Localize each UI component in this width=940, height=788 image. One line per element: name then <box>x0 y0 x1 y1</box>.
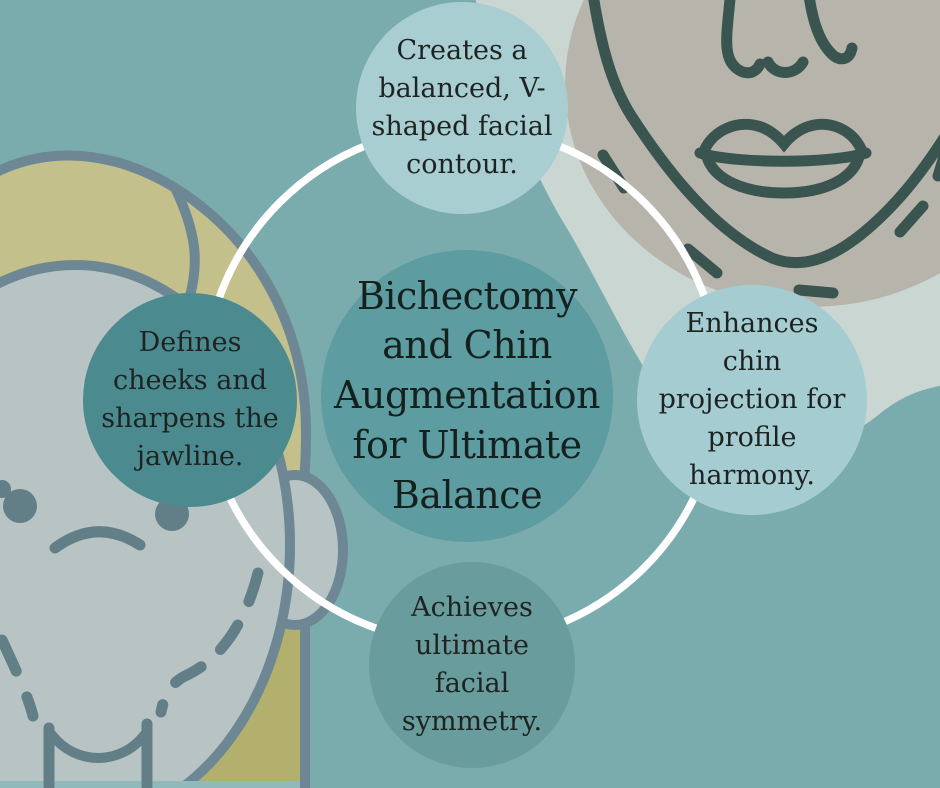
nose-right-line <box>804 0 858 65</box>
hair-divider-line <box>171 185 200 301</box>
infographic-title: Bichectomy and Chin Augmentation for Ult… <box>334 273 600 517</box>
upper-lip-line <box>698 118 868 157</box>
jaw-dash-2 <box>682 243 723 279</box>
jaw-dash-3 <box>793 284 839 299</box>
benefit-text-left: Defines cheeks and sharpens the jawline. <box>101 326 279 473</box>
benefit-bubble-top: Creates a balanced, V- shaped facial con… <box>356 2 568 214</box>
gray-blob <box>565 0 940 307</box>
mouth-line <box>694 147 872 167</box>
cheek-marking-dashes <box>155 567 264 718</box>
benefit-text-right: Enhances chin projection for profile har… <box>658 307 846 492</box>
lower-lip-line <box>701 151 865 199</box>
benefit-text-top: Creates a balanced, V- shaped facial con… <box>371 34 553 181</box>
benefit-bubble-bottom: Achieves ultimate facial symmetry. <box>369 562 575 768</box>
eye-dot <box>3 489 37 523</box>
nose-base-curve <box>762 56 809 78</box>
jaw-marking-dashes <box>0 634 39 722</box>
neck-shadow-curve <box>47 728 151 763</box>
title-circle: Bichectomy and Chin Augmentation for Ult… <box>321 250 613 542</box>
benefit-bubble-right: Enhances chin projection for profile har… <box>637 285 867 515</box>
jaw-dash-4 <box>894 200 929 238</box>
nose-left-line <box>721 0 766 79</box>
benefit-text-bottom: Achieves ultimate facial symmetry. <box>401 591 543 738</box>
jaw-dash-5 <box>932 150 940 182</box>
benefit-bubble-left: Defines cheeks and sharpens the jawline. <box>83 293 297 507</box>
jawline-outline <box>588 0 940 269</box>
lash-dot <box>0 480 11 498</box>
closed-eye-curve <box>49 526 146 554</box>
